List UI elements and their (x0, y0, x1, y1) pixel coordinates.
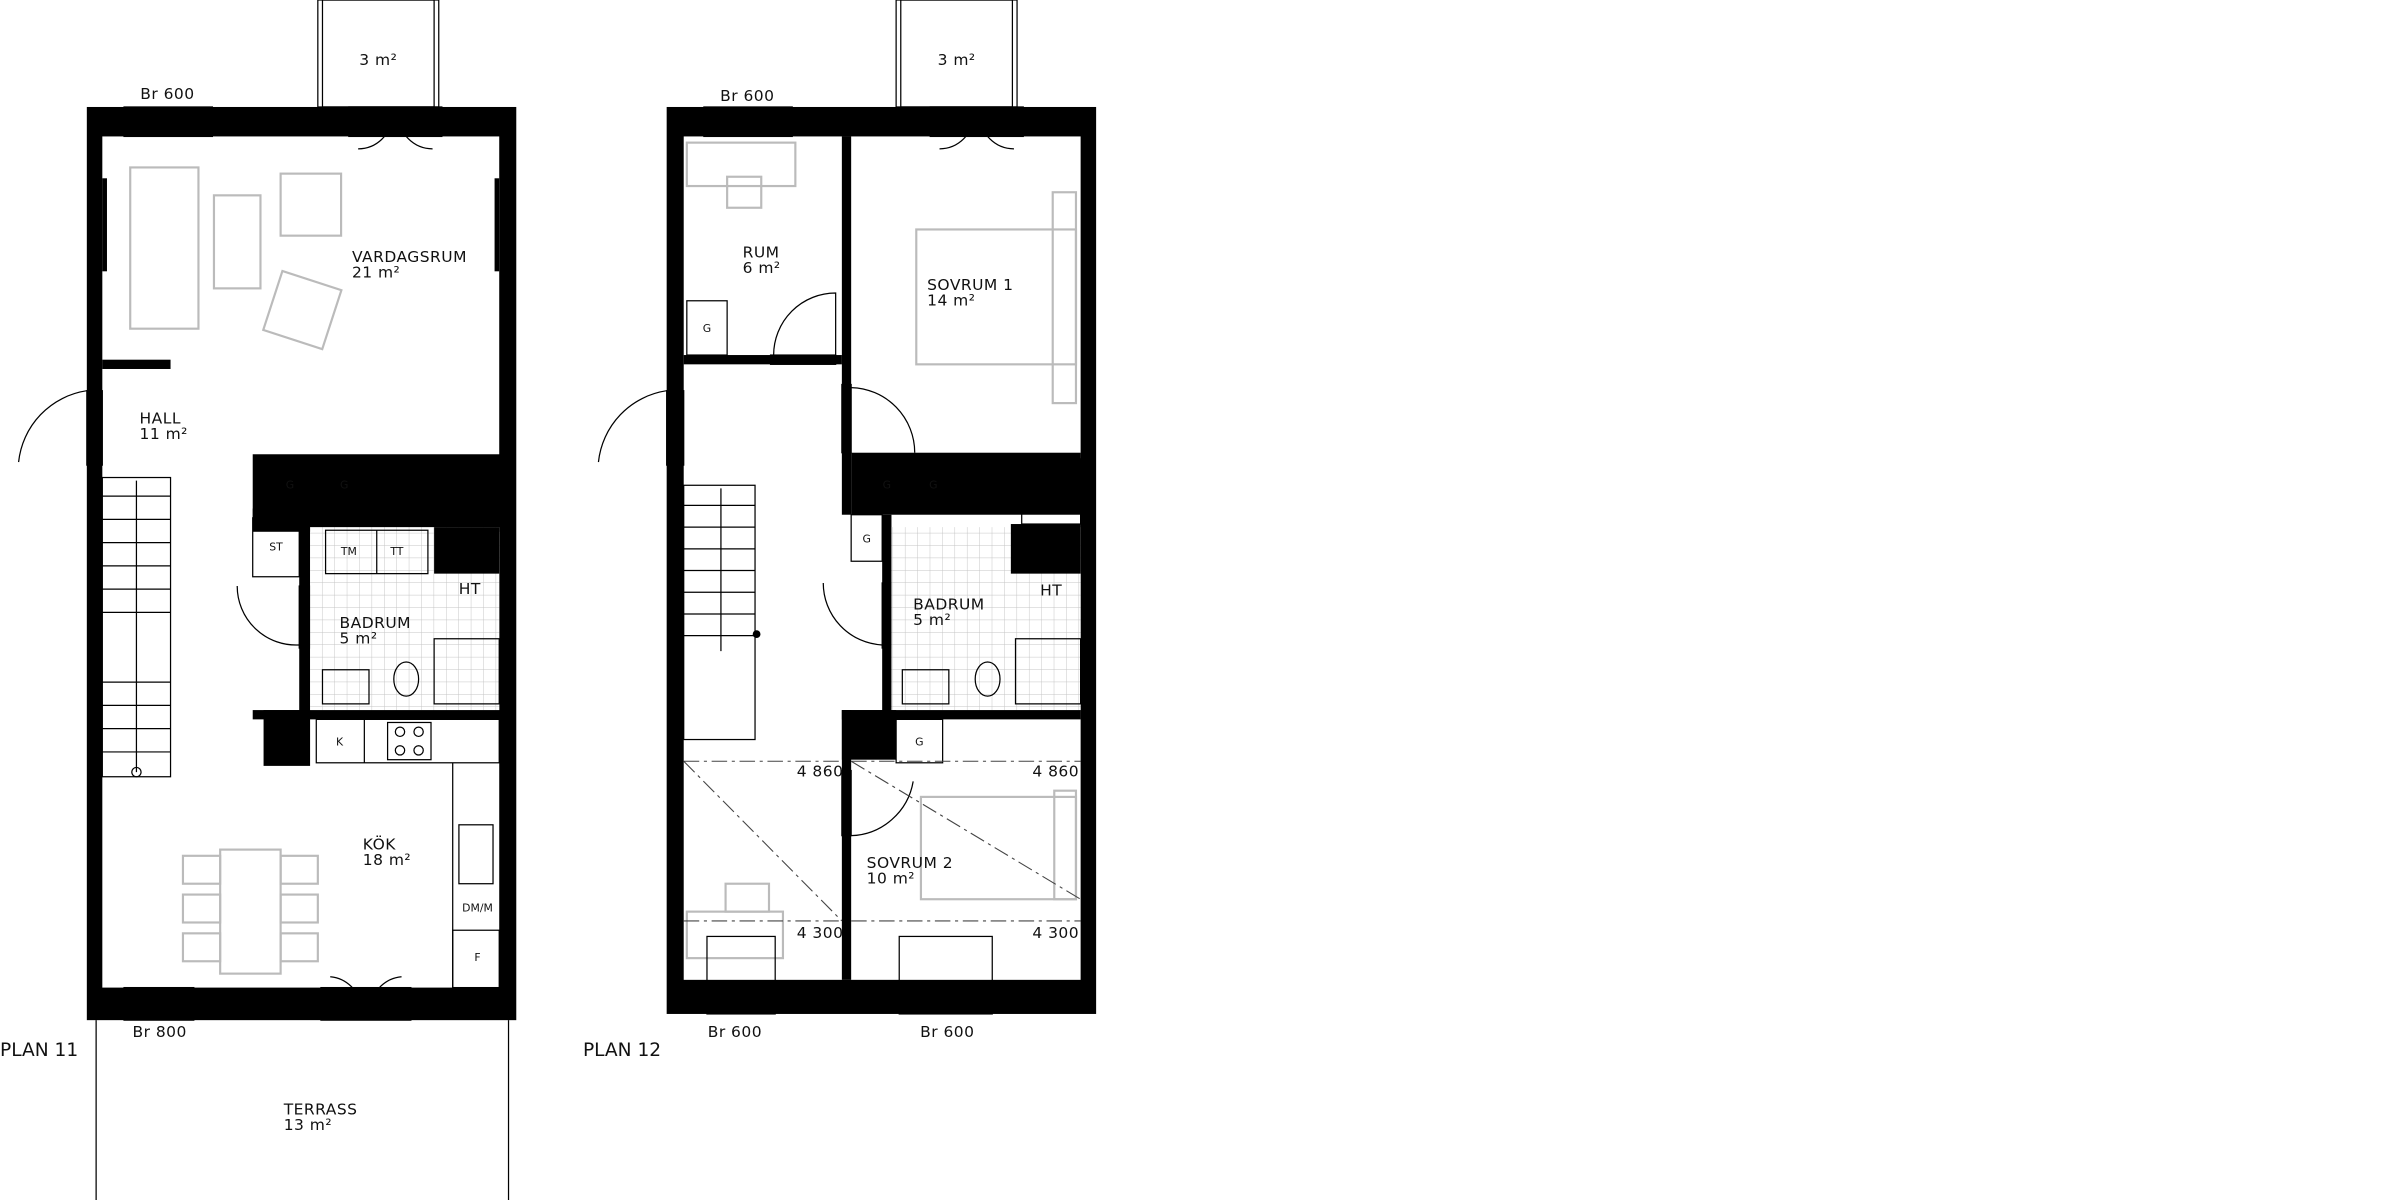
toilet (974, 661, 1001, 697)
toilet (393, 661, 420, 697)
shower (433, 638, 500, 705)
room-area: 5 m² (913, 611, 951, 629)
window-width-label: Br 600 (720, 87, 774, 105)
ceiling-height-label: 4 300 (1032, 924, 1079, 942)
terrace-door (320, 976, 412, 1021)
side-window-left (102, 178, 107, 272)
room-area: 11 m² (140, 425, 188, 443)
plan-11: 3 m² Br 600 G G (0, 0, 517, 1200)
interior-wall (841, 710, 852, 980)
room-name: HALL (140, 409, 181, 427)
sink (321, 669, 370, 705)
closet-label: G (703, 322, 711, 335)
window-width-label: Br 600 (708, 1023, 762, 1041)
interior-wall (683, 355, 842, 365)
room-area: 5 m² (340, 629, 378, 647)
window-top: Br 600 (123, 85, 214, 138)
room-area: 6 m² (743, 259, 781, 277)
closet-label: G (929, 478, 937, 491)
room-area: 21 m² (352, 264, 400, 282)
storage-label: ST (269, 540, 283, 553)
shower (1014, 638, 1082, 705)
window-width-label: Br 800 (133, 1023, 187, 1041)
room-name: VARDAGSRUM (352, 248, 467, 266)
bed-sovrum-1 (915, 191, 1078, 405)
core-block: G G ST TM TT HT (236, 454, 501, 766)
dining-table (181, 848, 319, 975)
door-sovrum-1 (851, 386, 916, 453)
window-bottom-right: Br 600 (898, 935, 993, 1041)
room-name: BADRUM (340, 614, 411, 632)
washer-label: TM (340, 545, 357, 558)
kitchen-units: K DM/M F (315, 718, 500, 989)
plan-title: PLAN 12 (583, 1040, 661, 1061)
bed-sovrum-2 (919, 789, 1078, 901)
room-name: SOVRUM 1 (927, 276, 1013, 294)
window-bottom: Br 800 (123, 986, 195, 1041)
living-furniture (129, 166, 343, 351)
fridge-label: K (336, 736, 344, 749)
ceiling-height-label: 4 860 (797, 763, 844, 781)
ceiling-height-label: 4 860 (1032, 763, 1079, 781)
balcony-area: 3 m² (938, 51, 976, 69)
partition-stub (102, 359, 171, 369)
room-name: BADRUM (913, 595, 984, 613)
window-top: Br 600 (703, 87, 793, 138)
staircase (101, 476, 172, 778)
balcony: 3 m² (895, 0, 1018, 108)
room-area: 18 m² (363, 851, 411, 869)
core-block: G G G HT G (822, 452, 1082, 764)
closet-label: G (862, 533, 870, 546)
rum-furniture: G (685, 141, 797, 356)
window-bottom-left: Br 600 (706, 935, 776, 1041)
window-width-label: Br 600 (920, 1023, 974, 1041)
side-window-right (494, 178, 500, 272)
door-badrum (822, 582, 883, 646)
ceiling-height-lines (683, 760, 1081, 922)
freezer-label: F (474, 951, 480, 964)
room-area: 10 m² (867, 870, 915, 888)
interior-wall (841, 136, 852, 515)
balcony: 3 m² (317, 0, 440, 108)
room-name: TERRASS (283, 1101, 358, 1119)
room-area: 13 m² (284, 1116, 332, 1134)
room-name: SOVRUM 2 (867, 854, 953, 872)
window-width-label: Br 600 (140, 85, 194, 103)
room-name: KÖK (363, 835, 396, 854)
balcony-area: 3 m² (359, 51, 397, 69)
terrace (95, 1020, 510, 1200)
plan-12: 3 m² Br 600 G G G (583, 0, 1097, 1061)
desk-furniture (685, 882, 785, 960)
room-area: 14 m² (927, 291, 975, 309)
door-rum (773, 292, 837, 356)
staircase (683, 484, 761, 741)
entrance-door (17, 390, 103, 466)
plan-title: PLAN 11 (0, 1040, 78, 1061)
balcony-door (929, 106, 1024, 150)
ht-label: HT (1040, 581, 1062, 599)
exterior-door (597, 390, 667, 463)
dryer-label: TT (389, 545, 403, 558)
balcony-door (348, 106, 443, 150)
closet-label: G (883, 478, 891, 491)
sink (901, 669, 950, 705)
room-name: RUM (743, 243, 780, 261)
ceiling-height-label: 4 300 (797, 924, 844, 942)
door-sovrum-2 (851, 781, 914, 837)
closet-label: G (340, 478, 348, 491)
closet-label: G (286, 478, 294, 491)
dishwasher-label: DM/M (462, 902, 493, 915)
ht-label: HT (459, 580, 481, 598)
closet-label: G (915, 736, 923, 749)
